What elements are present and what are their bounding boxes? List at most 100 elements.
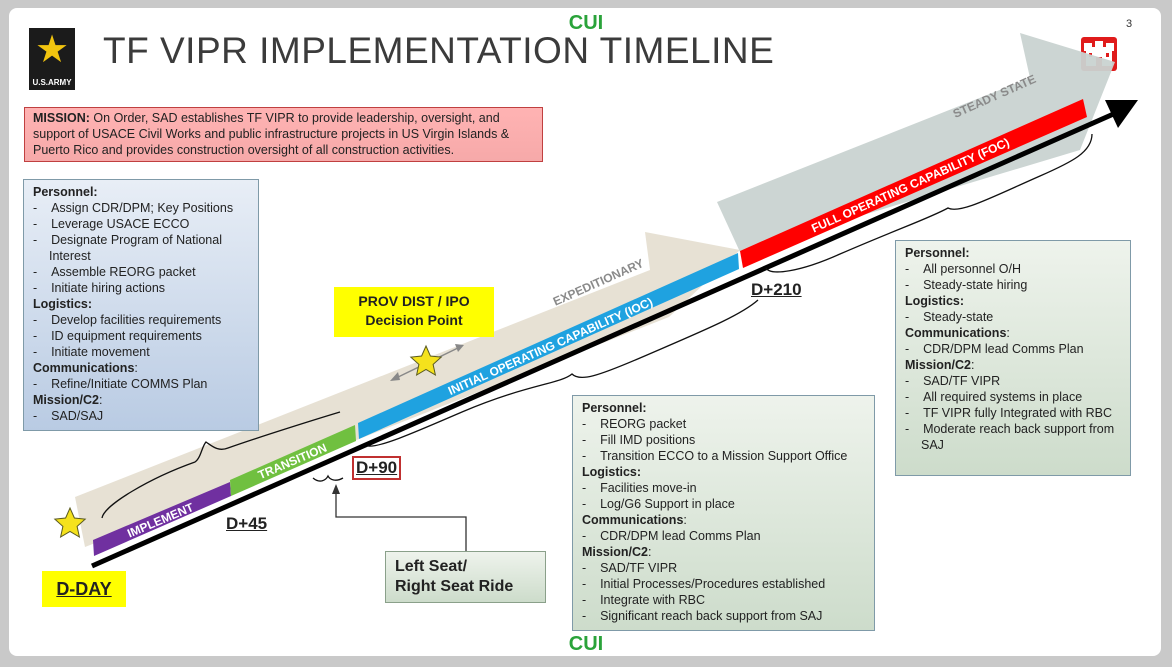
list-item: - All personnel O/H — [905, 261, 1121, 277]
section-heading: Communications: — [582, 512, 865, 528]
list-item-text: Leverage USACE ECCO — [51, 217, 190, 231]
implement-phase-bar — [93, 482, 231, 556]
bullet-dash: - — [582, 593, 601, 607]
list-item: - TF VIPR fully Integrated with RBC — [905, 405, 1121, 421]
bullet-dash: - — [582, 497, 601, 511]
list-item-text: All required systems in place — [923, 390, 1083, 404]
section-heading-text: Communications — [33, 361, 135, 375]
list-item-text: REORG packet — [600, 417, 687, 431]
mission-label: MISSION: — [33, 111, 90, 125]
mission-text: On Order, SAD establishes TF VIPR to pro… — [33, 111, 510, 157]
list-item: - All required systems in place — [905, 389, 1121, 405]
section-heading: Mission/C2: — [905, 357, 1121, 373]
list-item: - ID equipment requirements — [33, 328, 249, 344]
bullet-dash: - — [33, 265, 52, 279]
list-item-text: All personnel O/H — [923, 262, 1022, 276]
section-heading: Mission/C2: — [33, 392, 249, 408]
section-heading-text: Mission/C2 — [905, 358, 971, 372]
decision-point-line2: Decision Point — [365, 312, 463, 328]
page-number: 3 — [1126, 18, 1133, 30]
list-item: - Develop facilities requirements — [33, 312, 249, 328]
bullet-dash: - — [582, 609, 601, 623]
army-logo: ★ U.S.ARMY — [29, 28, 75, 90]
list-item-text: Significant reach back support from SAJ — [600, 609, 823, 623]
section-heading-text: Logistics: — [582, 465, 642, 479]
bullet-dash: - — [33, 345, 52, 359]
timeline-arrowhead — [1105, 100, 1138, 128]
bullet-dash: - — [33, 409, 52, 423]
list-item: - Assemble REORG packet — [33, 264, 249, 280]
list-item: - Log/G6 Support in place — [582, 496, 865, 512]
list-item: - Leverage USACE ECCO — [33, 216, 249, 232]
decision-point-callout: PROV DIST / IPO Decision Point — [334, 287, 494, 337]
timeline-axis — [90, 109, 1120, 569]
list-item-text: Develop facilities requirements — [51, 313, 222, 327]
list-item: - Transition ECCO to a Mission Support O… — [582, 448, 865, 464]
decision-point-line1: PROV DIST / IPO — [358, 293, 470, 309]
d90-milestone: D+90 — [352, 456, 402, 480]
list-item-text: CDR/DPM lead Comms Plan — [923, 342, 1084, 356]
left-seat-connector — [335, 488, 467, 551]
dday-milestone: D-DAY — [42, 571, 126, 607]
list-item-text: ID equipment requirements — [51, 329, 202, 343]
list-item-text: Log/G6 Support in place — [600, 497, 735, 511]
page-title: TF VIPR IMPLEMENTATION TIMELINE — [103, 30, 775, 71]
section-heading-suffix: : — [683, 513, 687, 527]
bullet-dash: - — [905, 390, 924, 404]
list-item-text: Initiate movement — [51, 345, 150, 359]
bullet-dash: - — [582, 577, 601, 591]
decision-arrowhead-right — [455, 344, 464, 352]
steady-state-arrow — [717, 33, 1115, 252]
left-seat-connector-arrowhead — [332, 484, 340, 494]
section-heading-text: Communications — [582, 513, 684, 527]
list-item-text: SAD/TF VIPR — [923, 374, 1001, 388]
list-item: - REORG packet — [582, 416, 865, 432]
list-item: - Steady-state — [905, 309, 1121, 325]
foc-brace — [765, 133, 1093, 273]
list-item-text: Moderate reach back support from SAJ — [921, 422, 1115, 452]
foc-phase-panel: Personnel:- All personnel O/H- Steady-st… — [895, 240, 1131, 476]
list-item: - Initial Processes/Procedures establish… — [582, 576, 865, 592]
cui-marking-bottom: CUI — [568, 633, 604, 655]
bullet-dash: - — [33, 217, 52, 231]
list-item: - Integrate with RBC — [582, 592, 865, 608]
list-item: - Assign CDR/DPM; Key Positions — [33, 200, 249, 216]
mission-statement: MISSION: On Order, SAD establishes TF VI… — [24, 107, 543, 162]
transition-phase-bar — [230, 425, 356, 496]
bullet-dash: - — [33, 377, 52, 391]
list-item-text: Initiate hiring actions — [51, 281, 166, 295]
left-seat-callout: Left Seat/ Right Seat Ride — [385, 551, 546, 603]
bullet-dash: - — [33, 281, 52, 295]
list-item: - Refine/Initiate COMMS Plan — [33, 376, 249, 392]
army-star-icon: ★ — [34, 29, 70, 71]
list-item: - SAD/TF VIPR — [582, 560, 865, 576]
list-item: - Significant reach back support from SA… — [582, 608, 865, 624]
section-heading: Mission/C2: — [582, 544, 865, 560]
list-item-text: Assign CDR/DPM; Key Positions — [51, 201, 234, 215]
list-item: - Fill IMD positions — [582, 432, 865, 448]
bullet-dash: - — [33, 201, 52, 215]
section-heading-text: Logistics: — [905, 294, 965, 308]
ioc-brace — [367, 299, 759, 447]
list-item-text: SAD/SAJ — [51, 409, 104, 423]
list-item: - SAD/TF VIPR — [905, 373, 1121, 389]
bullet-dash: - — [582, 449, 601, 463]
section-heading: Communications: — [33, 360, 249, 376]
bullet-dash: - — [33, 233, 52, 247]
bullet-dash: - — [33, 313, 52, 327]
bullet-dash: - — [905, 374, 924, 388]
list-item: - Initiate hiring actions — [33, 280, 249, 296]
decision-arrowhead-left — [390, 372, 400, 381]
implement-brace — [101, 411, 341, 519]
section-heading: Personnel: — [905, 245, 1121, 261]
bullet-dash: - — [33, 329, 52, 343]
implement-phase-panel: Personnel:- Assign CDR/DPM; Key Position… — [23, 179, 259, 431]
section-heading-suffix: : — [971, 358, 975, 372]
section-heading-text: Personnel: — [33, 185, 98, 199]
section-heading-suffix: : — [1006, 326, 1010, 340]
bullet-dash: - — [582, 417, 601, 431]
bullet-dash: - — [905, 422, 924, 436]
bullet-dash: - — [905, 262, 924, 276]
list-item: - Initiate movement — [33, 344, 249, 360]
list-item: - Steady-state hiring — [905, 277, 1121, 293]
